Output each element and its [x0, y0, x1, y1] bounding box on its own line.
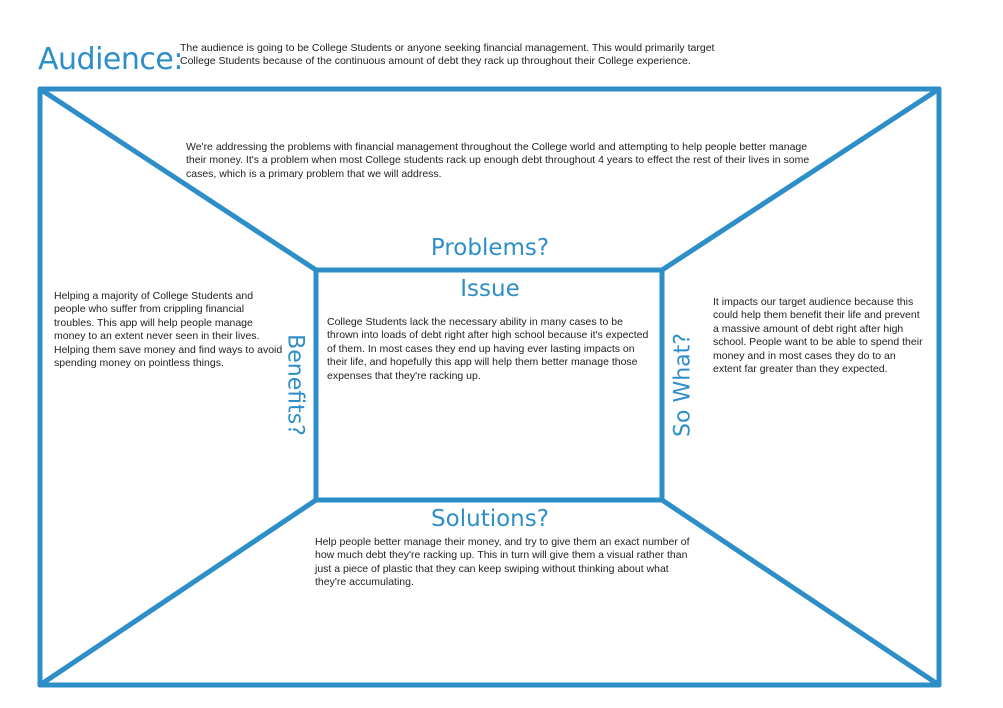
issue-heading: Issue: [460, 276, 520, 302]
diagonal-bottom-right: [659, 497, 942, 688]
solutions-heading: Solutions?: [431, 506, 549, 532]
issue-text: College Students lack the necessary abil…: [327, 316, 649, 382]
diagonal-bottom-left: [37, 497, 319, 688]
problems-text: We're addressing the problems with finan…: [186, 141, 810, 180]
solutions-text: Help people better manage their money, a…: [315, 536, 690, 589]
audience-title: Audience:: [38, 42, 183, 77]
diagonal-top-right: [659, 86, 942, 273]
benefits-text: Helping a majority of College Students a…: [54, 290, 283, 370]
benefits-heading: Benefits?: [282, 334, 308, 436]
so-what-text: It impacts our target audience because t…: [713, 296, 923, 376]
audience-text: The audience is going to be College Stud…: [180, 42, 715, 68]
inner-issue-box: [313, 267, 665, 503]
so-what-heading: So What?: [670, 333, 696, 437]
problems-heading: Problems?: [430, 235, 550, 261]
outer-frame: [37, 86, 942, 688]
diagonal-top-left: [37, 86, 319, 273]
